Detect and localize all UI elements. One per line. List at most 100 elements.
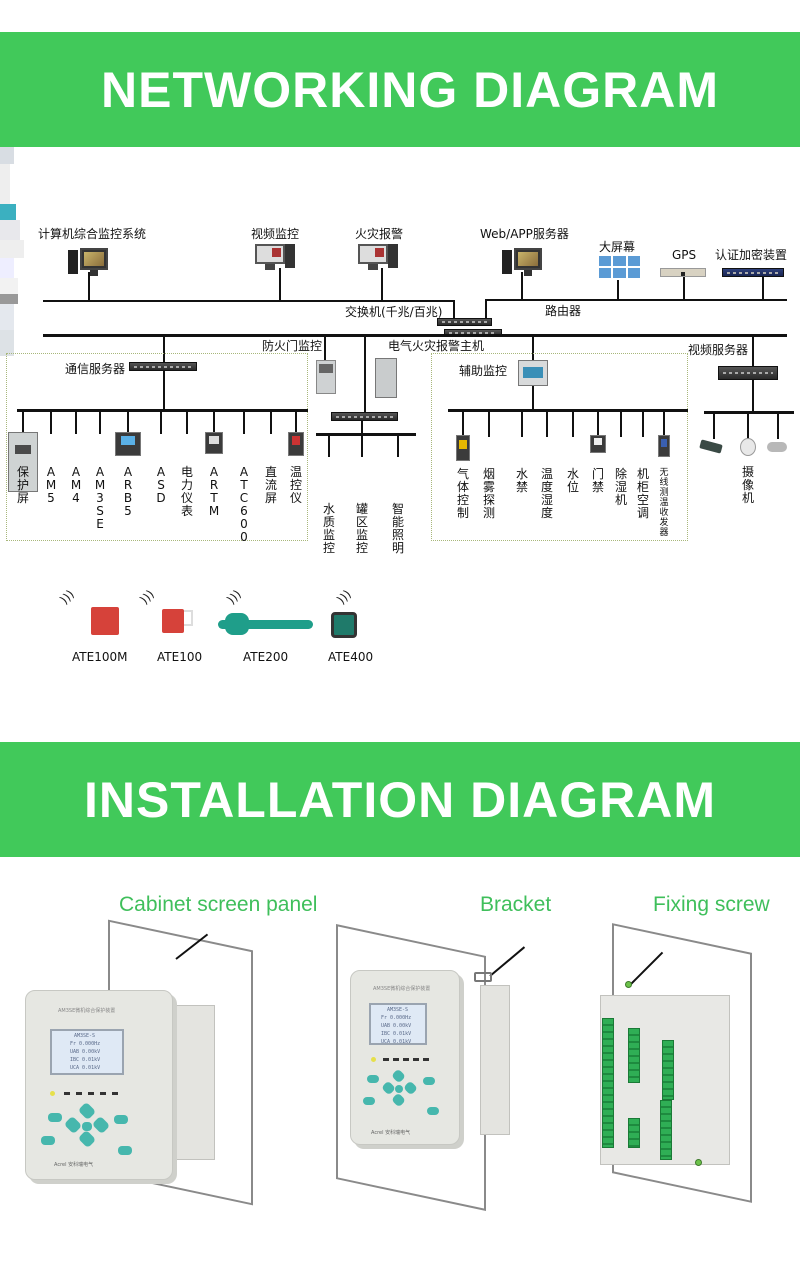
aux-monitoring-devices: 气体控制烟雾探测水禁温度湿度水位门禁除湿机机柜空调无线测温收发器 bbox=[0, 240, 800, 538]
function-key-button[interactable] bbox=[114, 1115, 128, 1124]
web-app-server-computer-icon bbox=[502, 248, 546, 278]
device-label: 水禁 bbox=[515, 467, 528, 494]
enter-key-button[interactable] bbox=[82, 1122, 92, 1131]
camera-label: 摄像机 bbox=[741, 465, 754, 505]
function-key-button[interactable] bbox=[41, 1136, 55, 1145]
down-arrow-key-button[interactable] bbox=[391, 1092, 406, 1108]
connector-line bbox=[397, 433, 399, 457]
connector-line bbox=[361, 421, 363, 433]
connector-line bbox=[213, 410, 215, 434]
gps-device-icon bbox=[660, 268, 706, 277]
connector-line bbox=[22, 410, 24, 434]
wireless-signal-icon: ))) bbox=[57, 587, 77, 607]
connector-line bbox=[186, 410, 188, 434]
auth-encryption-device-label: 认证加密装置 bbox=[715, 248, 788, 262]
connector-line bbox=[617, 280, 619, 300]
networking-diagram-title: NETWORKING DIAGRAM bbox=[101, 61, 719, 118]
switch-label: 交换机(千兆/百兆) bbox=[345, 305, 443, 319]
device-label: 直流屏 bbox=[264, 465, 277, 505]
aux-monitoring-panel-icon bbox=[518, 360, 548, 386]
up-arrow-key-button[interactable] bbox=[391, 1068, 406, 1084]
status-led-icon bbox=[100, 1092, 106, 1095]
box-camera-icon bbox=[767, 440, 793, 456]
connector-line bbox=[361, 433, 363, 457]
wireless-signal-icon: ))) bbox=[224, 587, 244, 607]
device-icon bbox=[0, 164, 10, 204]
status-led-icon bbox=[50, 1091, 55, 1096]
router-bus-line bbox=[485, 299, 787, 301]
device-label: AM3SE bbox=[94, 465, 106, 531]
protection-relay-device: AM3SE微机综合保护装置 AM3SE-S Fr 0.000Hz UAB 0.0… bbox=[25, 990, 173, 1180]
ate100-sensor-icon bbox=[162, 609, 184, 633]
device-icon bbox=[0, 278, 18, 294]
big-screen-wall-icon bbox=[599, 256, 640, 278]
terminal-block bbox=[602, 1018, 614, 1148]
router-label: 路由器 bbox=[545, 304, 582, 318]
lcd-line: IBC 0.01kV bbox=[381, 1031, 412, 1037]
down-arrow-key-button[interactable] bbox=[77, 1129, 97, 1149]
enter-key-button[interactable] bbox=[395, 1085, 403, 1093]
function-key-button[interactable] bbox=[48, 1113, 62, 1122]
ate400-label: ATE400 bbox=[328, 650, 374, 664]
function-key-button[interactable] bbox=[118, 1146, 132, 1155]
terminal-block bbox=[662, 1040, 674, 1100]
bracket-label: Bracket bbox=[480, 893, 552, 916]
connector-line bbox=[270, 410, 272, 434]
communication-server-group bbox=[6, 353, 308, 541]
protection-relay-device: AM3SE微机综合保护装置 AM3SE-S Fr 0.000Hz UAB 0.0… bbox=[350, 970, 460, 1145]
connector-line bbox=[453, 300, 455, 320]
encryption-device-icon bbox=[722, 268, 784, 277]
switch-device-icon bbox=[437, 318, 492, 326]
device-label: 电力仪表 bbox=[180, 465, 193, 518]
connector-line bbox=[663, 409, 665, 437]
device-label: ASD bbox=[156, 465, 166, 505]
device-icon bbox=[0, 330, 14, 356]
status-led-icon bbox=[413, 1058, 419, 1061]
left-arrow-key-button[interactable] bbox=[381, 1080, 396, 1096]
device-label: 烟雾探测 bbox=[482, 467, 495, 520]
main-backbone-line bbox=[43, 334, 787, 337]
ate200-sensor-icon bbox=[218, 620, 313, 629]
electrical-fire-alarm-host-icon bbox=[375, 358, 397, 398]
connector-line bbox=[163, 371, 165, 410]
right-arrow-key-button[interactable] bbox=[91, 1115, 111, 1135]
device-icon bbox=[0, 0, 16, 24]
status-led-icon bbox=[371, 1057, 376, 1062]
aux-monitoring-group bbox=[431, 353, 688, 541]
connector-line bbox=[546, 409, 548, 437]
lcd-line: IBC 0.01kV bbox=[70, 1057, 101, 1063]
connector-line bbox=[532, 386, 534, 410]
connector-line bbox=[163, 334, 165, 362]
function-key-button[interactable] bbox=[363, 1097, 375, 1105]
device-lcd-screen: AM3SE-S Fr 0.000Hz UAB 0.00kV IBC 0.01kV… bbox=[50, 1029, 124, 1075]
ate100m-label: ATE100M bbox=[72, 650, 128, 664]
connector-line bbox=[620, 409, 622, 437]
device-icon bbox=[0, 204, 16, 220]
wireless-signal-icon: ))) bbox=[137, 587, 157, 607]
up-arrow-key-button[interactable] bbox=[77, 1101, 97, 1121]
function-key-button[interactable] bbox=[367, 1075, 379, 1083]
switch-bus-line bbox=[43, 300, 455, 302]
fixing-screw-label: Fixing screw bbox=[653, 893, 770, 916]
left-arrow-key-button[interactable] bbox=[63, 1115, 83, 1135]
status-led-icon bbox=[88, 1092, 94, 1095]
ate100-sensor-prongs bbox=[177, 610, 193, 626]
lcd-line: AM3SE-S bbox=[74, 1033, 96, 1039]
connector-line bbox=[713, 411, 715, 439]
video-monitoring-computer-icon bbox=[255, 244, 295, 274]
device-icon bbox=[0, 240, 24, 258]
device-label: 水位 bbox=[566, 467, 579, 494]
function-key-button[interactable] bbox=[423, 1077, 435, 1085]
bracket-body-side bbox=[480, 985, 510, 1135]
connector-line bbox=[364, 334, 366, 412]
device-brand: Acrel 安科瑞电气 bbox=[54, 1162, 94, 1168]
device-icon bbox=[288, 432, 304, 456]
function-key-button[interactable] bbox=[427, 1107, 439, 1115]
connector-line bbox=[521, 409, 523, 437]
web-app-server-label: Web/APP服务器 bbox=[480, 227, 569, 241]
right-arrow-key-button[interactable] bbox=[403, 1080, 418, 1096]
ate100-label: ATE100 bbox=[157, 650, 203, 664]
middle-switch-device-icon bbox=[331, 412, 398, 421]
connector-line bbox=[75, 410, 77, 434]
status-led-icon bbox=[64, 1092, 70, 1095]
